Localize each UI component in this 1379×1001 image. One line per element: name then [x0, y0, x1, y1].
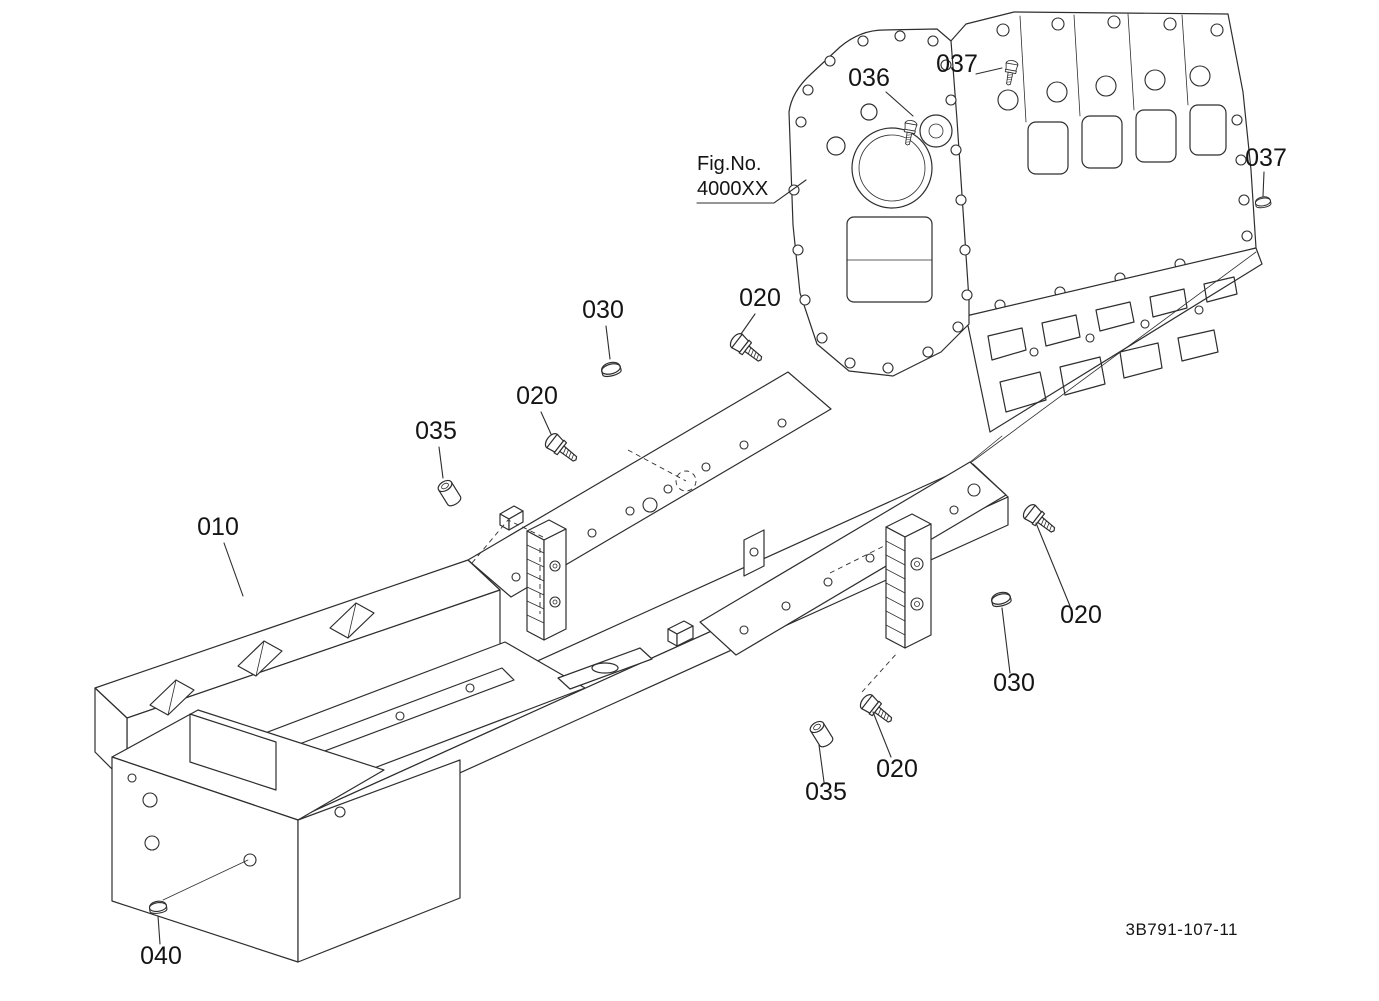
drawing-number: 3B791-107-11 — [1126, 920, 1239, 939]
part-plug-037-right — [1254, 195, 1272, 210]
fig-no-value: 4000XX — [697, 178, 768, 200]
engine-block — [788, 11, 1263, 473]
fig-no-label: Fig.No. — [697, 153, 761, 175]
part-plug-030-top — [599, 359, 623, 379]
callout-035-bottom: 035 — [805, 778, 847, 806]
callout-020-top: 020 — [739, 284, 781, 312]
part-bolt-020-left — [542, 430, 582, 468]
small-brackets — [499, 505, 765, 690]
callout-037-top: 037 — [936, 50, 978, 78]
callout-labels: 036 037 037 030 020 020 035 010 020 030 … — [140, 50, 1287, 970]
callout-010: 010 — [197, 513, 239, 541]
part-plug-030-right — [989, 589, 1013, 609]
construction-lines — [471, 449, 899, 693]
callout-040: 040 — [140, 942, 182, 970]
callout-030-right: 030 — [993, 669, 1035, 697]
spacer-block-right — [885, 513, 932, 649]
engine-mount-plate-right — [699, 461, 1007, 656]
figure-reference: Fig.No. 4000XX — [697, 153, 768, 200]
leader-lines — [157, 67, 1265, 945]
callout-020-left: 020 — [516, 382, 558, 410]
callout-036: 036 — [848, 64, 890, 92]
part-bushing-035-left — [435, 477, 464, 509]
callout-030-top: 030 — [582, 296, 624, 324]
callout-035-left: 035 — [415, 417, 457, 445]
callout-037-right: 037 — [1245, 144, 1287, 172]
part-bushing-035-bottom — [807, 718, 836, 750]
part-bolt-020-top — [727, 330, 767, 368]
spacer-block-left — [526, 519, 567, 641]
callout-020-bottom: 020 — [876, 755, 918, 783]
callout-020-right: 020 — [1060, 601, 1102, 629]
frame-assembly — [94, 371, 1009, 963]
